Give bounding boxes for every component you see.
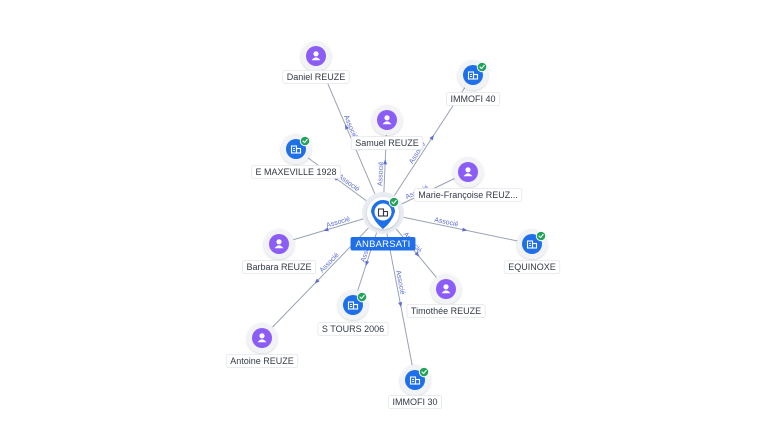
verified-check-icon — [388, 196, 400, 208]
node-label-text: Antoine REUZE — [230, 356, 294, 366]
node-antoine-reuze[interactable]: Antoine REUZE — [225, 323, 299, 368]
building-icon — [409, 376, 421, 385]
building-icon — [377, 208, 389, 217]
edge-arrow — [414, 251, 420, 257]
edge-line — [382, 212, 533, 245]
node-e-maxeville-1928[interactable]: E MAXEVILLE 1928 — [251, 134, 341, 179]
edge-arrow — [398, 302, 403, 308]
node-label: Barbara REUZE — [242, 260, 316, 274]
edge-arrow — [314, 278, 320, 284]
node-label: Antoine REUZE — [225, 354, 299, 368]
person-icon — [274, 239, 284, 249]
node-immofi-30[interactable]: IMMOFI 30 — [388, 365, 442, 409]
node-marie-francoise-reuze[interactable]: Marie-Françoise REUZ... — [413, 157, 523, 202]
node-equinoxe[interactable]: EQUINOXE — [503, 229, 561, 274]
node-label-text: Samuel REUZE — [355, 138, 419, 148]
verified-check-icon — [418, 366, 430, 378]
person-icon — [463, 167, 473, 177]
edge-arrow — [345, 124, 349, 130]
edge-arrow — [365, 260, 370, 266]
node-label: IMMOFI 40 — [446, 92, 500, 106]
verified-check-icon — [476, 61, 488, 73]
edge-equinoxe: Associé — [382, 212, 533, 245]
edge-arrow — [462, 227, 468, 232]
center-label-text: ANBARSATI — [356, 239, 411, 250]
edge-label: Associé — [319, 252, 341, 275]
verified-check-icon — [299, 135, 311, 147]
node-label: Timothée REUZE — [406, 304, 486, 318]
node-label-text: Daniel REUZE — [287, 72, 346, 82]
person-icon — [311, 51, 321, 61]
nodes-layer: Daniel REUZE IMMOFI 40 Samuel REUZE E MAXEV… — [225, 41, 561, 409]
building-icon — [347, 301, 359, 310]
center-node[interactable]: ANBARSATI — [350, 192, 416, 251]
node-label-text: IMMOFI 40 — [450, 94, 495, 104]
person-icon — [382, 115, 392, 125]
node-daniel-reuze[interactable]: Daniel REUZE — [282, 41, 350, 84]
node-barbara-reuze[interactable]: Barbara REUZE — [242, 229, 316, 274]
node-label-text: IMMOFI 30 — [392, 397, 437, 407]
edge-arrow — [323, 227, 329, 232]
building-icon — [467, 71, 479, 80]
node-s-tours-2006[interactable]: S TOURS 2006 — [317, 290, 389, 336]
node-label: Daniel REUZE — [282, 70, 350, 84]
edge-label: Associé — [342, 114, 358, 139]
node-timothee-reuze[interactable]: Timothée REUZE — [406, 274, 486, 318]
building-icon — [526, 240, 538, 249]
person-icon — [441, 284, 451, 294]
edge-label: Associé — [394, 270, 406, 295]
person-icon — [257, 333, 267, 343]
node-label-text: Barbara REUZE — [246, 262, 311, 272]
verified-check-icon — [535, 230, 547, 242]
node-label: Marie-Françoise REUZ... — [413, 188, 523, 202]
node-label-text: E MAXEVILLE 1928 — [255, 167, 336, 177]
node-immofi-40[interactable]: IMMOFI 40 — [446, 60, 500, 106]
node-label: E MAXEVILLE 1928 — [251, 165, 341, 179]
edge-arrow — [383, 159, 388, 165]
edge-line — [261, 212, 384, 339]
node-label: S TOURS 2006 — [317, 322, 389, 336]
edge-label: Associé — [326, 216, 352, 230]
node-label-text: Marie-Françoise REUZ... — [418, 190, 518, 200]
node-label: Samuel REUZE — [350, 136, 424, 150]
verified-check-icon — [356, 291, 368, 303]
node-label: EQUINOXE — [503, 260, 561, 274]
node-label-text: EQUINOXE — [508, 262, 556, 272]
edge-arrow — [429, 135, 434, 141]
node-label-text: Timothée REUZE — [411, 306, 481, 316]
node-label-text: S TOURS 2006 — [322, 324, 384, 334]
node-label: IMMOFI 30 — [388, 395, 442, 409]
building-icon — [290, 145, 302, 154]
edge-label: Associé — [434, 217, 460, 229]
edge-label: Associé — [377, 161, 385, 186]
node-samuel-reuze[interactable]: Samuel REUZE — [350, 105, 424, 150]
center-label: ANBARSATI — [350, 237, 416, 251]
